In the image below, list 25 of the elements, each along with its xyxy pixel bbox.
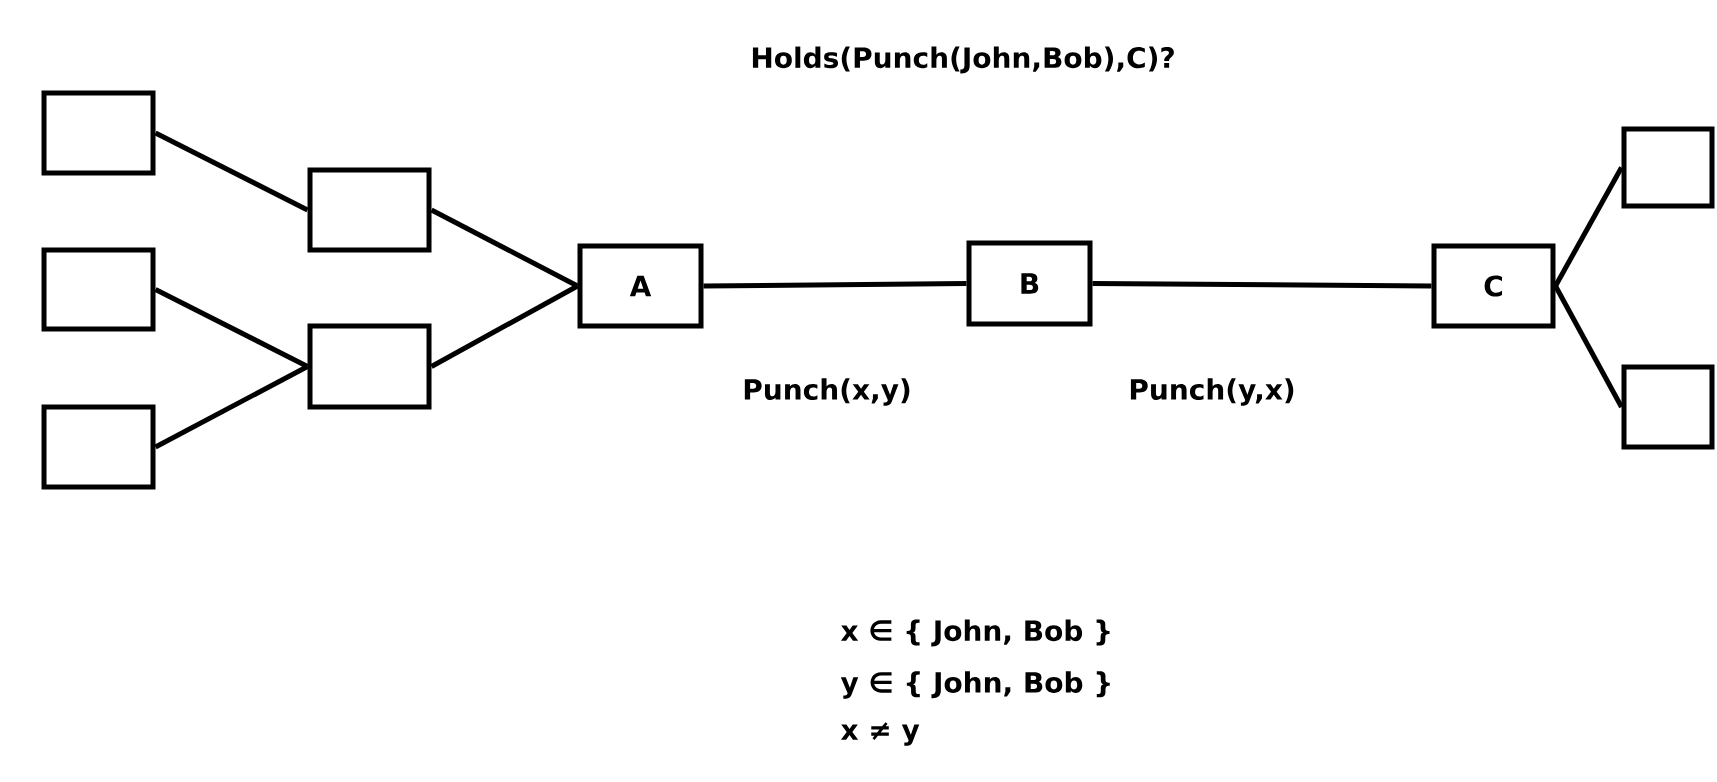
connector-line: [1092, 281, 1432, 289]
constraint-text: y ∈ { John, Bob }: [840, 671, 1110, 699]
connector-line: [430, 283, 579, 369]
letter-box: C: [1431, 243, 1556, 329]
constraint-text: x ≠ y: [840, 722, 920, 746]
empty-box: [307, 323, 432, 410]
connector-line: [1553, 166, 1624, 288]
edge-label: Punch(x,y): [740, 376, 914, 408]
connector-line: [154, 287, 309, 369]
letter-box: B: [966, 240, 1093, 327]
title: Holds(Punch(John,Bob),C)?: [752, 46, 1174, 74]
empty-box: [1621, 364, 1715, 450]
edge-label: Punch(y,x): [1126, 376, 1298, 408]
empty-box: [41, 404, 156, 490]
empty-box: [307, 167, 432, 253]
connector-line: [1553, 284, 1624, 409]
empty-box: [41, 247, 156, 332]
connector-line: [703, 281, 967, 289]
connector-line: [430, 207, 579, 289]
letter-box: A: [577, 243, 704, 329]
empty-box: [1621, 126, 1715, 209]
constraint-text: x ∈ { John, Bob }: [840, 619, 1110, 647]
connector-line: [154, 364, 309, 450]
connector-line: [154, 130, 309, 213]
empty-box: [41, 90, 156, 176]
